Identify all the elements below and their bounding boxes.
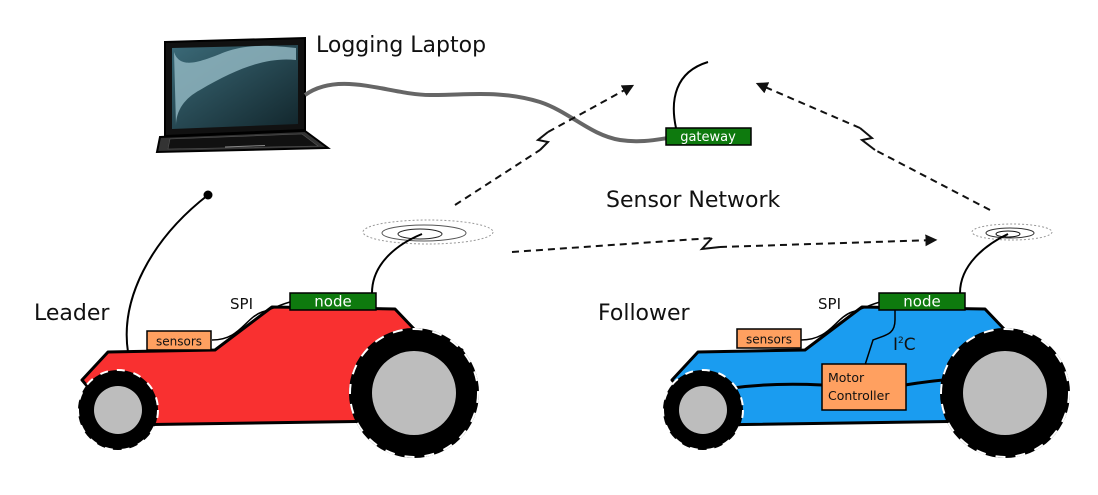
follower-sensors-box (736, 328, 802, 349)
leader-label: Leader (34, 301, 110, 326)
follower-node-antenna (959, 233, 1009, 294)
follower-label: Follower (598, 301, 691, 326)
leader-node-label: node (314, 293, 351, 311)
leader-node-antenna (371, 233, 423, 294)
leader-sensors-label: sensors (156, 335, 202, 349)
leader-sensors-box (146, 330, 212, 351)
follower-motor-controller-label-line2: Controller (828, 388, 890, 403)
laptop-gateway-cable (303, 81, 669, 144)
leader-radio-ripple (362, 219, 494, 245)
wireless-link-leader-to-follower (511, 234, 938, 253)
follower-sensors-label: sensors (746, 333, 792, 347)
follower-node-box (878, 292, 966, 311)
laptop-icon (155, 36, 331, 154)
follower-node-label: node (903, 293, 940, 311)
leader-gps-antenna (125, 194, 209, 353)
gateway-box (665, 127, 752, 146)
leader-gps-antenna-tip (203, 190, 213, 200)
follower-motor-controller-box (821, 363, 907, 411)
leader-front-wheel (349, 328, 479, 458)
sensor-network-label: Sensor Network (606, 188, 781, 213)
wireless-link-leader-to-gateway (454, 84, 635, 206)
follower-spi-label: SPI (818, 295, 841, 313)
leader-car: SPI node sensors (77, 190, 494, 458)
follower-car: SPI node sensors I2C Motor Controller (662, 223, 1070, 458)
wireless-link-follower-to-gateway (755, 82, 991, 211)
follower-i2c-wire (864, 310, 896, 366)
gateway-antenna (672, 61, 709, 129)
follower-radio-ripple (971, 223, 1053, 241)
follower-spi-wire (800, 301, 881, 341)
follower-rear-wheel (662, 369, 744, 451)
leader-rear-wheel (77, 369, 159, 451)
follower-i2c-label: I2C (893, 335, 916, 355)
leader-node-box (289, 292, 377, 311)
leader-spi-wire (211, 301, 291, 341)
logging-laptop-label: Logging Laptop (316, 33, 486, 58)
leader-spi-label: SPI (230, 295, 253, 313)
gateway-label: gateway (680, 130, 736, 145)
follower-motor-controller-label-line1: Motor (828, 370, 865, 385)
follower-front-wheel (940, 328, 1070, 458)
